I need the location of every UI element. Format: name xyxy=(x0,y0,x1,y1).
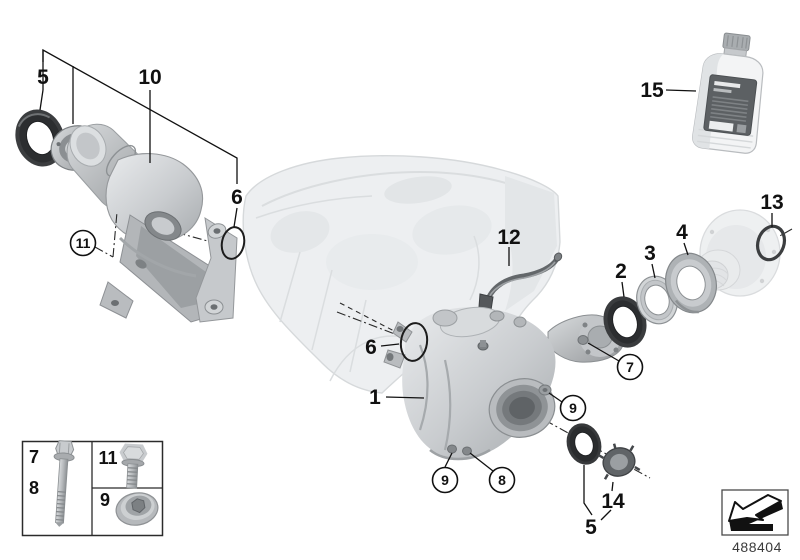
callout-9-circled-right: 9 xyxy=(559,394,587,422)
callout-6-mid: 6 xyxy=(365,336,377,359)
drawing-number: 488404 xyxy=(732,539,782,555)
callout-9-circled-left: 9 xyxy=(431,466,459,494)
callout-6-top: 6 xyxy=(231,186,243,209)
leader-lines xyxy=(39,48,773,521)
callout-5-bottom: 5 xyxy=(585,516,597,539)
callout-11-circled: 11 xyxy=(69,229,97,257)
part-bracket-assembly xyxy=(66,123,238,323)
callout-2: 2 xyxy=(615,260,627,283)
legend-label-11: 11 xyxy=(98,448,117,468)
part-output-flange-ghost xyxy=(695,209,781,297)
callout-7-circled: 7 xyxy=(616,353,644,381)
callout-9-left-text: 9 xyxy=(441,472,449,488)
legend-label-7: 7 xyxy=(29,447,39,467)
callout-1: 1 xyxy=(369,386,381,409)
callout-14: 14 xyxy=(601,490,625,513)
callout-9-right-text: 9 xyxy=(569,400,577,416)
callout-4: 4 xyxy=(676,221,688,244)
callout-11-text: 11 xyxy=(76,235,91,251)
callout-10: 10 xyxy=(138,66,161,89)
legend-short-bolt xyxy=(119,443,148,489)
callout-13: 13 xyxy=(760,191,783,214)
part-shaft-seal-bottom xyxy=(566,423,602,465)
part-shaft-seal-right xyxy=(603,296,647,348)
legend-label-9: 9 xyxy=(100,490,110,510)
part-front-differential xyxy=(383,306,625,461)
part-lock-ring xyxy=(755,224,787,262)
callout-3: 3 xyxy=(644,242,656,265)
callout-7-text: 7 xyxy=(626,359,634,375)
callout-5-top: 5 xyxy=(37,66,49,89)
legend-screw-plug xyxy=(115,492,159,526)
direction-box: 488404 xyxy=(721,489,789,555)
callout-8-text: 8 xyxy=(498,472,506,488)
part-o-ring-top xyxy=(220,226,246,260)
circled-callouts: 11 7 9 9 8 xyxy=(69,229,644,494)
part-collar-nut xyxy=(597,443,641,480)
callout-labels: 5 10 6 6 12 1 2 3 4 13 14 5 15 xyxy=(37,66,784,539)
callout-15: 15 xyxy=(640,79,664,102)
part-support-ring xyxy=(665,252,717,314)
legend-label-8: 8 xyxy=(29,478,39,498)
direction-arrow-icon xyxy=(728,494,783,531)
legend-box: 7 8 11 9 xyxy=(21,440,164,537)
legend-long-bolt xyxy=(53,440,75,527)
callout-12: 12 xyxy=(497,226,520,249)
part-o-ring-mid xyxy=(399,322,429,362)
part-oil-bottle xyxy=(692,32,764,154)
callout-8-circled: 8 xyxy=(488,466,516,494)
